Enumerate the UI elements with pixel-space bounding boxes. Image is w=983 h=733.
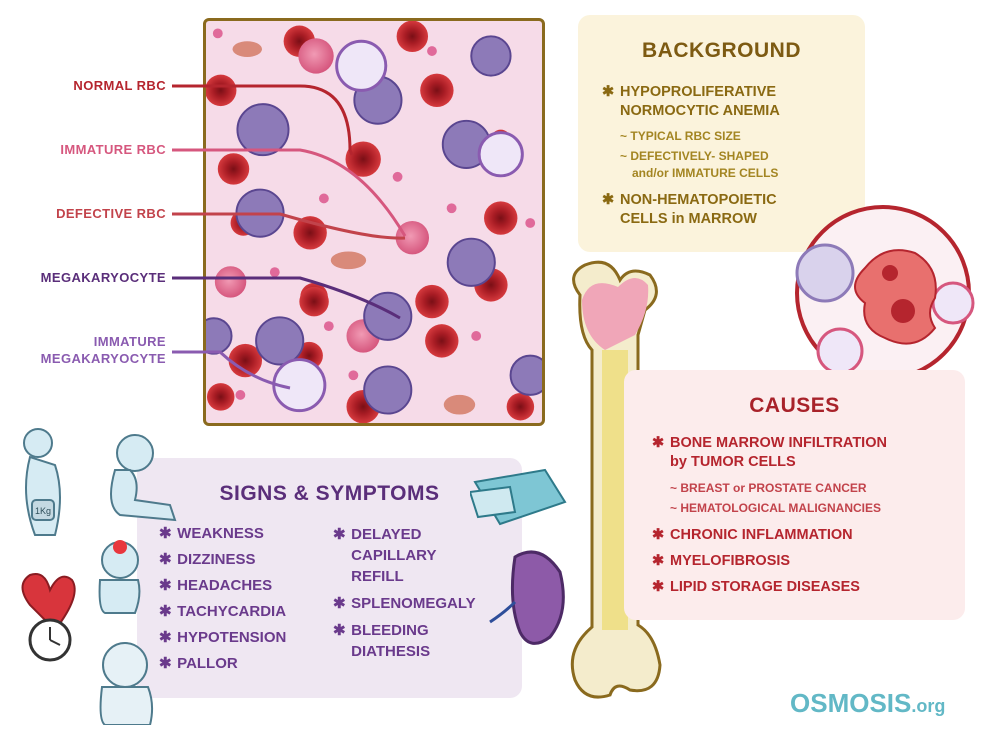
dizzy-person-figure [110,434,177,522]
causes-item-4: ✱ LIPID STORAGE DISEASES [652,579,860,595]
causes-sub-2: ~ HEMATOLOGICAL MALIGNANCIES [670,501,882,515]
blood-smear-illustration [206,21,542,423]
immature-red-blood-cells [214,38,430,353]
sign-item-pallor: ✱ PALLOR [159,655,238,672]
red-blood-cells [206,21,535,423]
tumor-cells-magnifier [795,205,975,381]
causes-item-2: ✱ CHRONIC INFLAMMATION [652,527,853,543]
label-immature-rbc: IMMATURE RBC [60,142,166,157]
finger-press-icon [470,468,567,526]
spleen-icon [489,550,565,645]
capillary-spleen-illustration [470,468,567,645]
platelets [212,28,536,400]
causes-panel: CAUSES ✱ BONE MARROW INFILTRATION by TUM… [624,370,965,620]
background-sub-2: ~ DEFECTIVELY- SHAPED and/or IMMATURE CE… [620,149,779,180]
background-item-2: ✱ NON-HEMATOPOIETIC CELLS in MARROW [602,191,777,229]
asterisk-icon: ✱ [602,84,615,100]
symptom-figures-illustration: 1Kg [21,428,177,725]
sign-item-tachycardia: ✱ TACHYCARDIA [159,603,287,620]
sign-item-headaches: ✱ HEADACHES [159,577,273,594]
osmosis-logo: OSMOSIS.org [790,688,945,719]
background-sub-1: ~ TYPICAL RBC SIZE [620,129,741,143]
signs-symptoms-title: SIGNS & SYMPTOMS [219,482,440,505]
pale-person-figure [99,642,154,725]
background-title: BACKGROUND [642,39,801,62]
background-item-1-line2: NORMOCYTIC ANEMIA [620,103,780,119]
asterisk-icon: ✱ [652,435,665,451]
label-immature-megakaryocyte-line2: MEGAKARYOCYTE [40,351,166,366]
label-immature-megakaryocyte-line1: IMMATURE [93,334,166,349]
background-item-1: ✱ HYPOPROLIFERATIVE NORMOCYTIC ANEMIA [602,83,780,121]
blood-smear-panel [203,18,545,426]
signs-symptoms-panel: SIGNS & SYMPTOMS ✱ WEAKNESS ✱ DIZZINESS … [137,458,522,698]
asterisk-icon: ✱ [652,553,665,569]
causes-item-3: ✱ MYELOFIBROSIS [652,553,791,569]
label-defective-rbc: DEFECTIVE RBC [56,206,166,221]
causes-sub-1: ~ BREAST or PROSTATE CANCER [670,481,867,495]
label-megakaryocyte: MEGAKARYOCYTE [40,270,166,285]
femur-bone-illustration [570,260,662,699]
headache-person-figure [98,540,141,614]
osmosis-logo-suffix: .org [911,696,946,716]
causes-item-1: ✱ BONE MARROW INFILTRATION by TUMOR CELL… [652,435,887,470]
label-normal-rbc: NORMAL RBC [73,78,166,93]
weak-person-figure [23,428,61,536]
background-item-1-line1: HYPOPROLIFERATIVE [620,84,777,100]
stopwatch-icon [28,618,72,662]
defective-cells [232,41,476,415]
background-item-2-line2: CELLS in MARROW [620,211,757,227]
sign-item-bleeding-diathesis: ✱ BLEEDING DIATHESIS [333,622,431,660]
background-item-2-line1: NON-HEMATOPOIETIC [620,192,777,208]
osmosis-logo-main: OSMOSIS [790,688,912,718]
asterisk-icon: ✱ [602,192,615,208]
heart-icon [21,573,76,632]
sign-item-weakness: ✱ WEAKNESS [159,525,264,542]
sign-item-hypotension: ✱ HYPOTENSION [159,629,287,646]
sign-item-delayed-capillary-refill: ✱ DELAYED CAPILLARY REFILL [333,526,437,585]
asterisk-icon: ✱ [652,527,665,543]
weight-label: 1Kg [35,506,51,516]
causes-title: CAUSES [749,394,840,417]
sign-item-splenomegaly: ✱ SPLENOMEGALY [333,595,476,612]
signs-right-list: ✱ DELAYED CAPILLARY REFILL ✱ SPLENOMEGAL… [333,524,476,662]
megakaryocytes [206,35,542,415]
signs-left-list: ✱ WEAKNESS ✱ DIZZINESS ✱ HEADACHES ✱ TAC… [159,524,286,673]
asterisk-icon: ✱ [652,579,665,595]
immature-megakaryocytes [272,39,524,413]
background-panel: BACKGROUND ✱ HYPOPROLIFERATIVE NORMOCYTI… [578,15,865,252]
sign-item-dizziness: ✱ DIZZINESS [159,551,256,568]
